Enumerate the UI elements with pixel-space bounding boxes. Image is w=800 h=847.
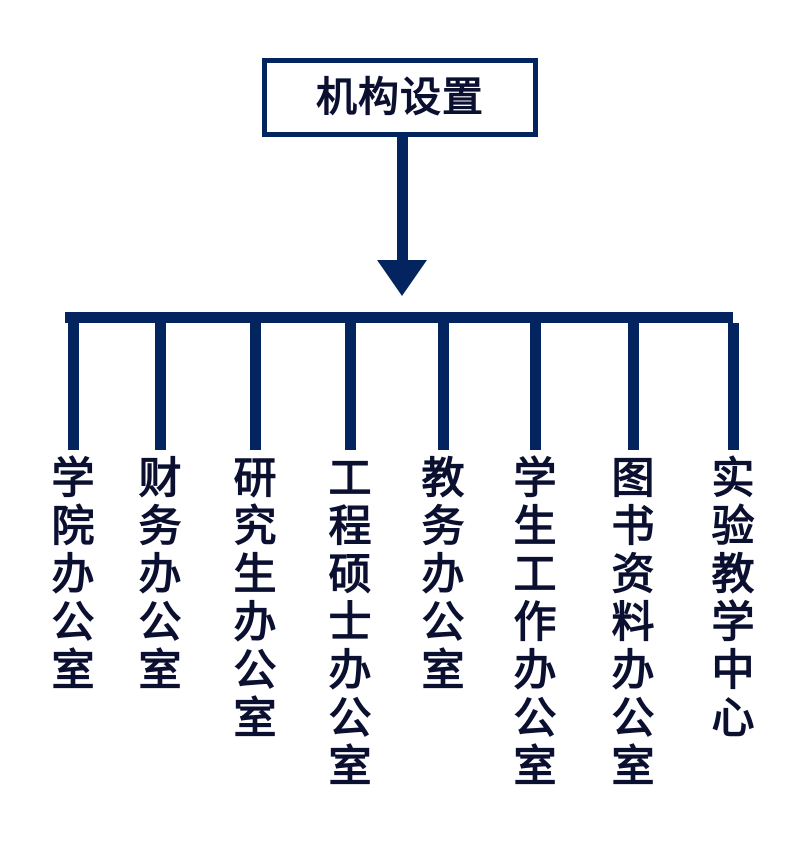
branch-label-char: 室	[233, 694, 277, 744]
branch-label-char: 资	[611, 550, 655, 600]
branch-node-6[interactable]: 学生工作办公室	[505, 455, 565, 791]
branch-node-8[interactable]: 实验教学中心	[703, 455, 763, 743]
branch-label-char: 教	[421, 454, 465, 504]
branch-label-char: 办	[138, 550, 182, 600]
branch-label-char: 办	[513, 646, 557, 696]
branch-label-char: 学	[51, 454, 95, 504]
branch-line-4	[345, 323, 356, 450]
branch-label-char: 研	[233, 454, 277, 504]
branch-label-char: 究	[233, 502, 277, 552]
branch-node-3[interactable]: 研究生办公室	[225, 455, 285, 743]
branch-label-char: 务	[138, 502, 182, 552]
branch-label-char: 办	[328, 646, 372, 696]
branch-label-char: 生	[233, 550, 277, 600]
branch-node-5[interactable]: 教务办公室	[413, 455, 473, 695]
branch-label-char: 公	[51, 598, 95, 648]
branch-label-char: 室	[513, 742, 557, 792]
branch-label-char: 室	[51, 646, 95, 696]
branch-label-char: 教	[711, 550, 755, 600]
branch-label-char: 作	[513, 598, 557, 648]
branch-node-4[interactable]: 工程硕士办公室	[320, 455, 380, 791]
branch-label-char: 办	[233, 598, 277, 648]
branch-line-5	[438, 323, 449, 450]
connector-arrow-head-icon	[377, 260, 427, 296]
branch-label-char: 室	[421, 646, 465, 696]
branch-line-8	[728, 323, 739, 450]
branch-line-2	[155, 323, 166, 450]
connector-arrow-stem	[397, 137, 408, 262]
branch-line-6	[530, 323, 541, 450]
branch-label-char: 图	[611, 454, 655, 504]
branch-label-char: 公	[611, 694, 655, 744]
branch-label-char: 室	[611, 742, 655, 792]
branch-label-char: 室	[138, 646, 182, 696]
branch-line-3	[250, 323, 261, 450]
distribution-trunk-bar	[65, 312, 733, 323]
branch-label-char: 士	[328, 598, 372, 648]
branch-label-char: 办	[611, 646, 655, 696]
branch-label-char: 硕	[328, 550, 372, 600]
branch-label-char: 中	[711, 646, 755, 696]
branch-line-1	[68, 323, 79, 450]
branch-label-char: 学	[711, 598, 755, 648]
branch-label-char: 务	[421, 502, 465, 552]
branch-node-1[interactable]: 学院办公室	[43, 455, 103, 695]
branch-label-char: 公	[513, 694, 557, 744]
branch-label-char: 生	[513, 502, 557, 552]
branch-label-char: 料	[611, 598, 655, 648]
branch-label-char: 公	[421, 598, 465, 648]
branch-label-char: 书	[611, 502, 655, 552]
branch-label-char: 公	[138, 598, 182, 648]
branch-label-char: 实	[711, 454, 755, 504]
branch-label-char: 院	[51, 502, 95, 552]
branch-label-char: 财	[138, 454, 182, 504]
branch-label-char: 办	[421, 550, 465, 600]
branch-label-char: 验	[711, 502, 755, 552]
branch-label-char: 工	[328, 454, 372, 504]
branch-node-2[interactable]: 财务办公室	[130, 455, 190, 695]
branch-label-char: 心	[711, 694, 755, 744]
branch-label-char: 工	[513, 550, 557, 600]
branch-label-char: 公	[328, 694, 372, 744]
branch-label-char: 室	[328, 742, 372, 792]
branch-label-char: 程	[328, 502, 372, 552]
branch-line-7	[628, 323, 639, 450]
root-node-box[interactable]: 机构设置	[262, 58, 538, 137]
branch-label-char: 学	[513, 454, 557, 504]
root-node-label: 机构设置	[316, 73, 484, 121]
branch-label-char: 公	[233, 646, 277, 696]
branch-node-7[interactable]: 图书资料办公室	[603, 455, 663, 791]
branch-label-char: 办	[51, 550, 95, 600]
